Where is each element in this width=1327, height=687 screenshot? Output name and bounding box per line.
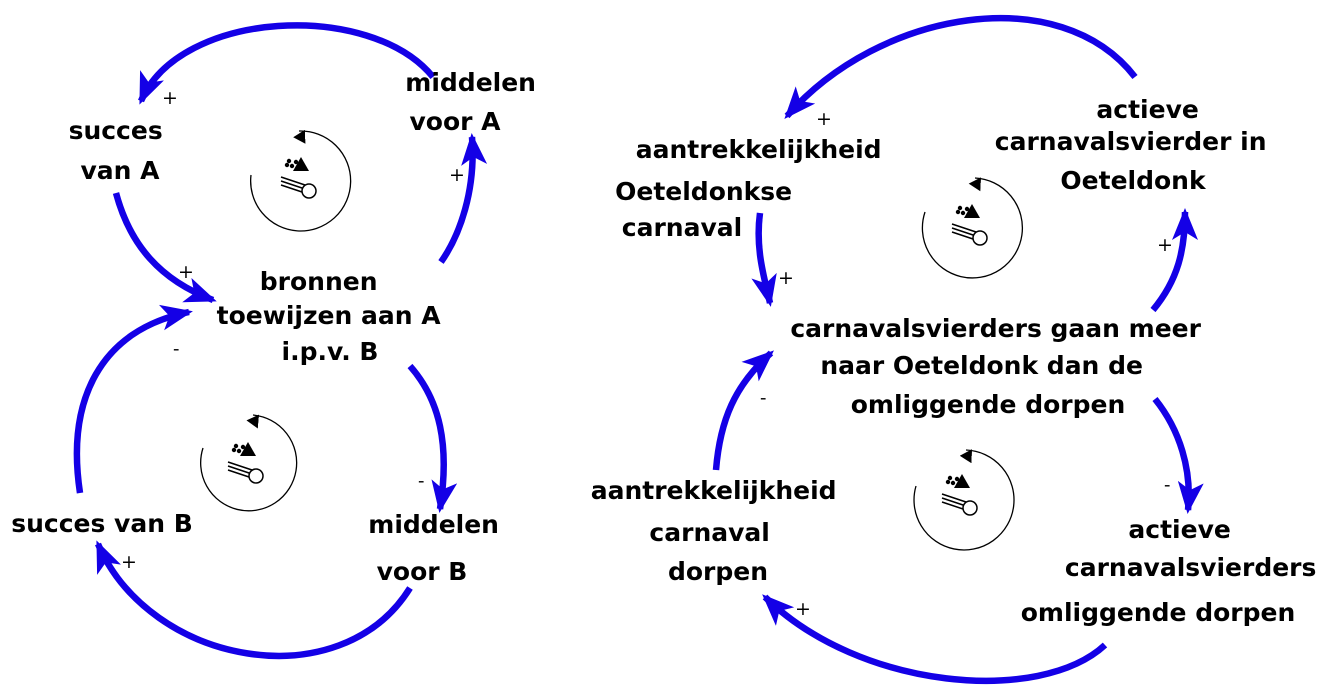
link-middelen-b-to-succes-b [95,540,413,660]
node-actieve-oeteldonk-line: actieve [1096,95,1198,124]
node-aantrekkelijkheid-oeteldonk-line: carnaval [622,213,742,242]
node-succes-a-line: van A [80,156,160,185]
node-actieve-oeteldonk-line: carnavalsvierder in [995,127,1267,156]
node-centraal: carnavalsvierders gaan meer naar Oeteldo… [790,314,1209,419]
node-aantrekkelijkheid-oeteldonk-line: aantrekkelijkheid [636,135,882,164]
node-centraal-line: naar Oeteldonk dan de [820,351,1143,380]
polarity-sign: + [1157,234,1173,256]
polarity-sign: + [816,108,832,130]
left-upper-loop-icon [249,129,352,232]
link-actieve-oeteldonk-to-aantrekkelijkheid-oeteldonk [784,14,1138,120]
node-actieve-dorpen-line: carnavalsvierders [1065,553,1317,582]
link-bronnen-to-middelen-b [407,363,458,513]
node-bronnen-line: bronnen [260,267,378,296]
polarity-sign: + [121,551,137,573]
node-aantrekkelijkheid-dorpen-line: dorpen [668,557,768,586]
node-actieve-dorpen-line: omliggende dorpen [1021,598,1296,627]
node-bronnen: bronnen toewijzen aan A i.p.v. B [217,267,450,366]
link-middelen-a-to-succes-a [138,22,436,105]
node-middelen-a-line: voor A [409,107,501,136]
node-middelen-a-line: middelen [405,68,536,97]
link-aantrekkelijkheid-oeteldonk-to-centraal [751,212,777,307]
polarity-sign: - [760,387,766,409]
link-centraal-to-actieve-dorpen [1152,396,1204,514]
node-aantrekkelijkheid-oeteldonk-line: Oeteldonkse [615,177,792,206]
node-centraal-line: omliggende dorpen [851,390,1126,419]
node-middelen-b-line: middelen [368,510,499,539]
node-succes-b: succes van B [11,509,193,538]
node-aantrekkelijkheid-dorpen-line: carnaval [649,518,769,547]
node-aantrekkelijkheid-dorpen: aantrekkelijkheid carnaval dorpen [591,476,846,586]
right-upper-loop-icon [921,177,1024,279]
left-lower-loop-icon [200,414,298,512]
node-aantrekkelijkheid-oeteldonk: aantrekkelijkheid Oeteldonkse carnaval [615,135,890,242]
link-centraal-to-actieve-oeteldonk [1150,208,1198,313]
node-actieve-oeteldonk: actieve carnavalsvierder in Oeteldonk [995,95,1275,195]
node-succes-b-line: succes van B [11,509,193,538]
node-middelen-b-line: voor B [377,557,468,586]
link-aantrekkelijkheid-dorpen-to-centraal [712,350,774,471]
link-actieve-dorpen-to-aantrekkelijkheid-dorpen [762,594,1108,685]
link-bronnen-to-middelen-a [438,133,488,264]
link-succes-a-to-bronnen [112,192,217,304]
polarity-sign: + [178,261,194,283]
node-actieve-oeteldonk-line: Oeteldonk [1060,166,1207,195]
node-actieve-dorpen-line: actieve [1128,515,1230,544]
node-bronnen-line: i.p.v. B [282,337,379,366]
node-actieve-dorpen: actieve carnavalsvierders omliggende dor… [1021,515,1325,627]
node-succes-a: succes van A [69,116,172,185]
link-succes-b-to-bronnen [73,304,193,494]
polarity-sign: - [173,338,179,360]
polarity-sign: + [778,267,794,289]
node-middelen-b: middelen voor B [368,510,507,586]
node-aantrekkelijkheid-dorpen-line: aantrekkelijkheid [591,476,837,505]
polarity-sign: - [1164,474,1170,496]
polarity-sign: + [449,164,465,186]
node-bronnen-line: toewijzen aan A [217,301,442,330]
right-lower-loop-icon [913,449,1015,551]
node-centraal-line: carnavalsvierders gaan meer [790,314,1201,343]
polarity-sign: - [418,470,424,492]
node-middelen-a: middelen voor A [405,68,544,136]
polarity-sign: + [162,87,178,109]
polarity-sign: + [795,598,811,620]
node-succes-a-line: succes [69,116,163,145]
